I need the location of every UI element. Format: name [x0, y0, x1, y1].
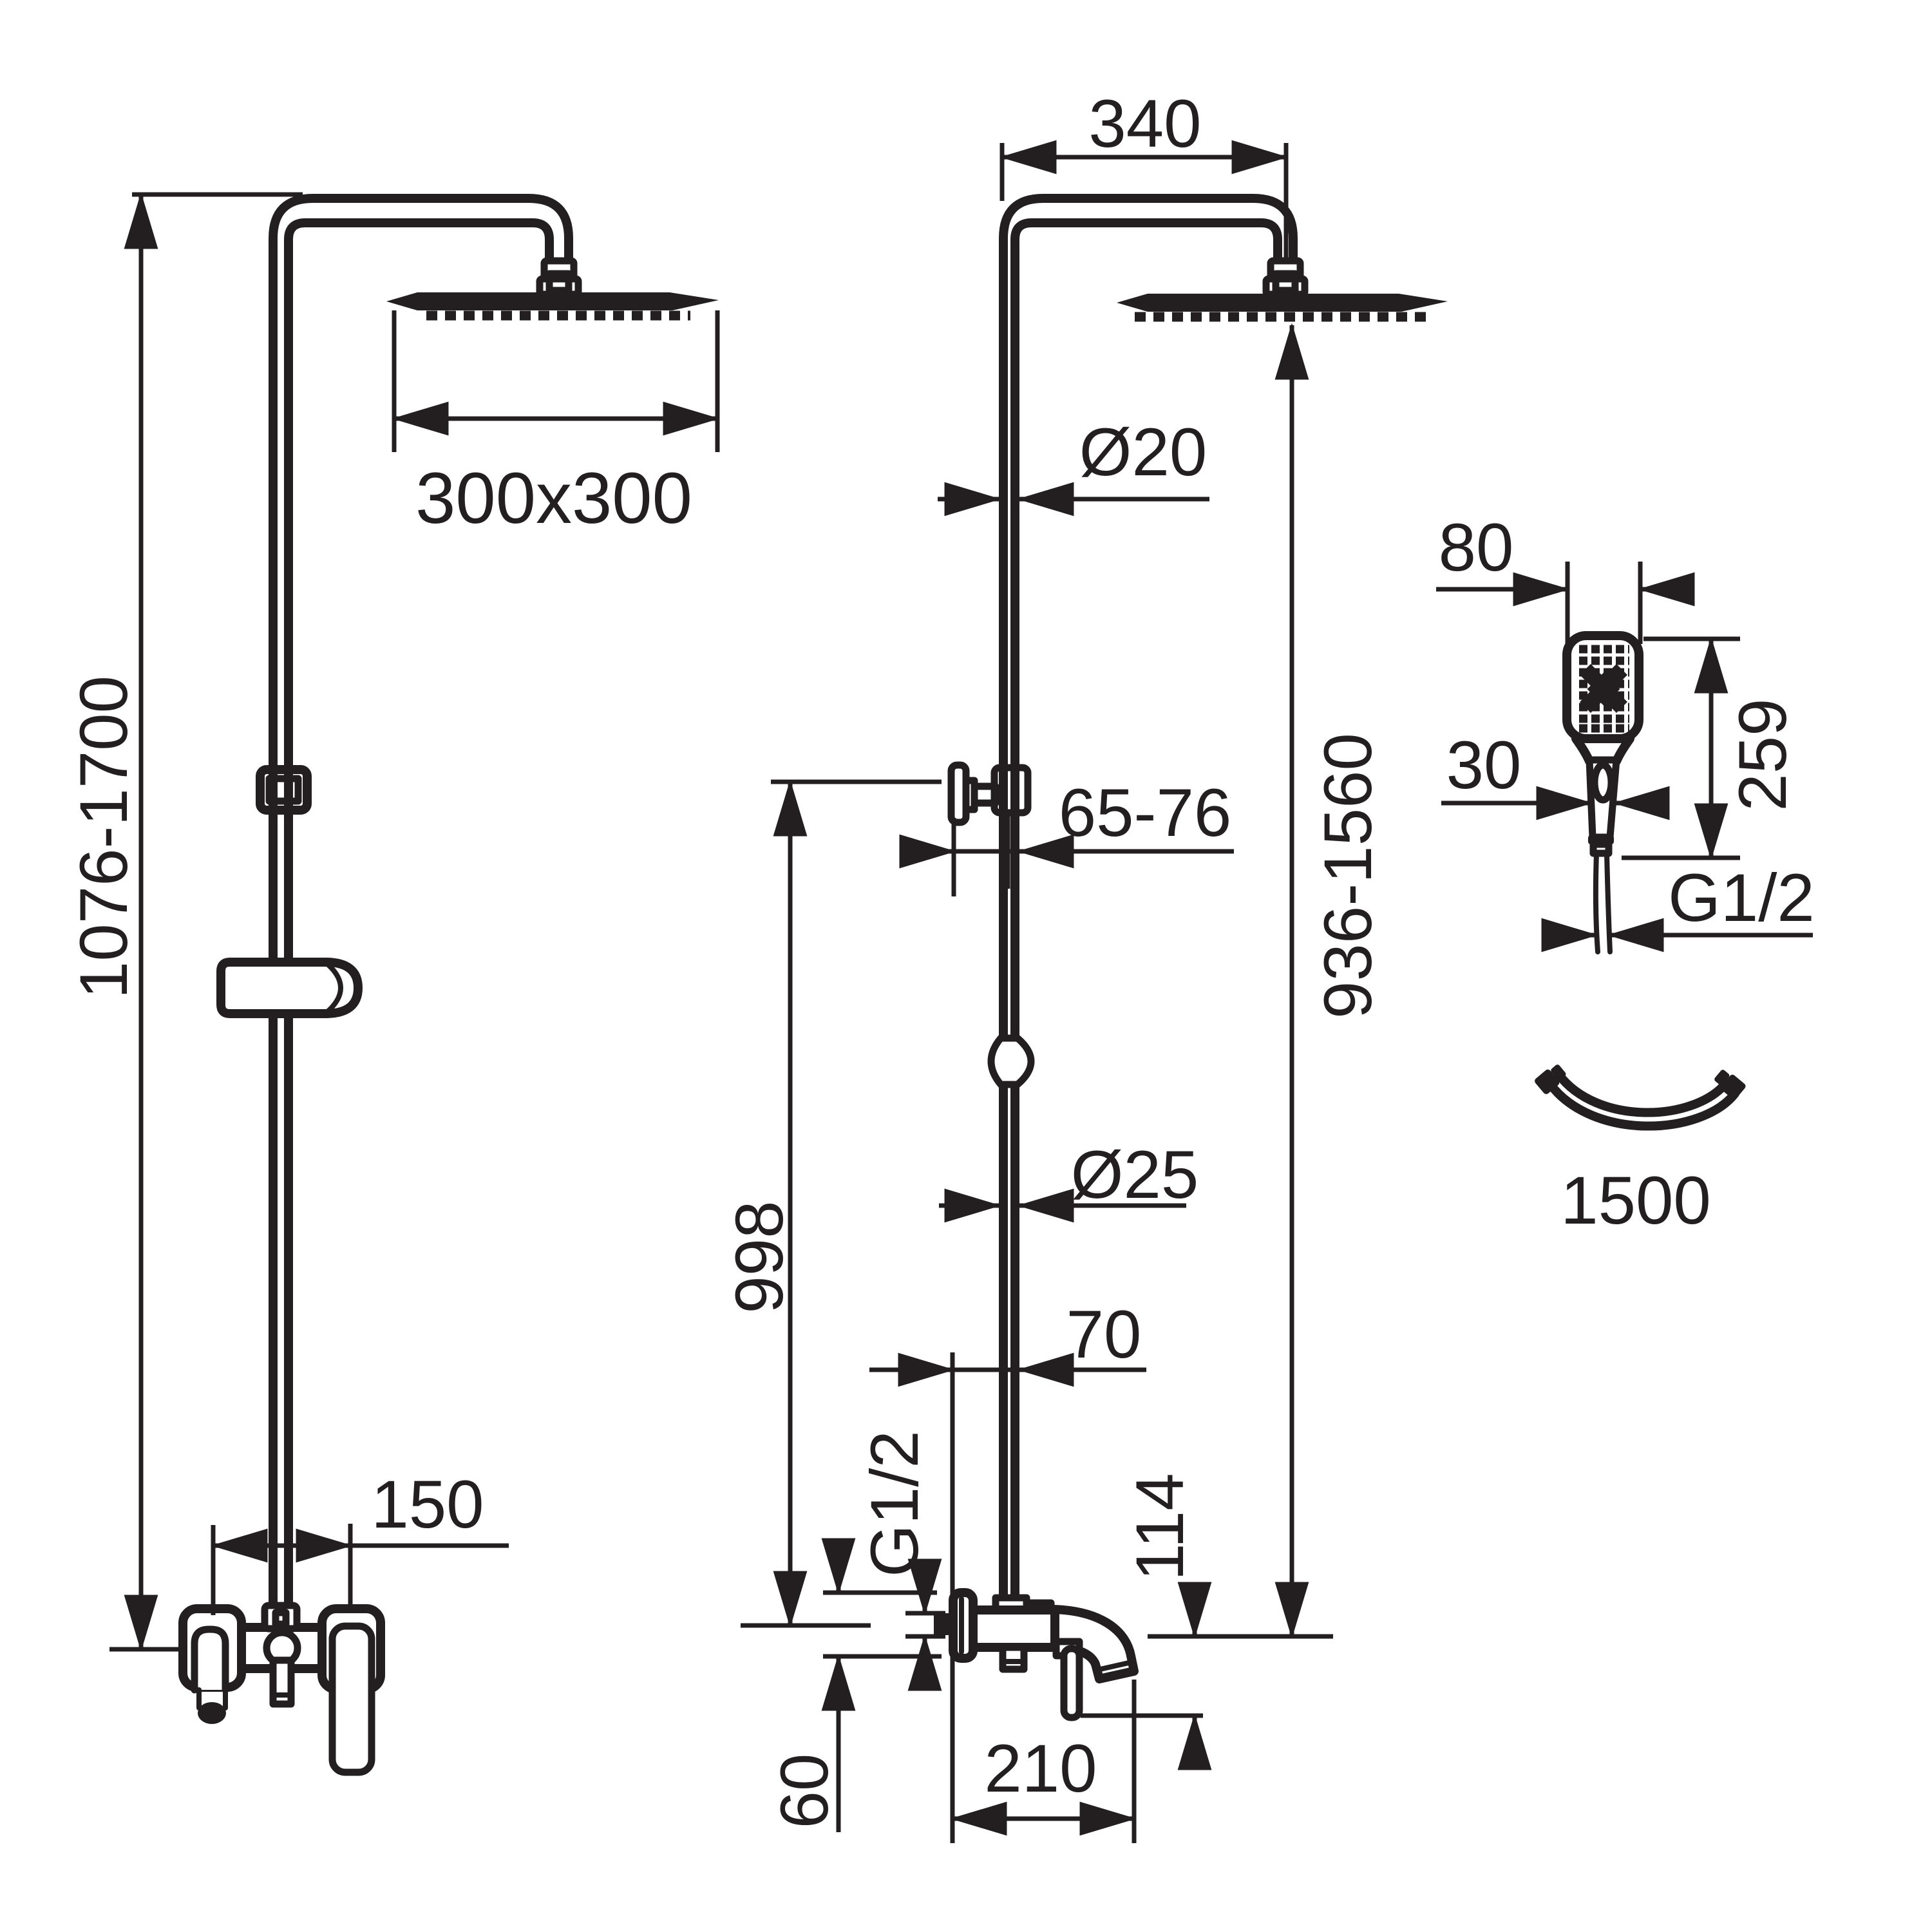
dim-label-head-height: 936-1560: [1311, 733, 1386, 1019]
dim-label-pipe-lower: Ø25: [1071, 1137, 1198, 1213]
side-handle-lever: [1060, 1645, 1083, 1721]
dim-label-hand-width: 80: [1439, 510, 1514, 585]
front-riser-inner: [284, 218, 554, 1613]
dim-label-spout-reach: 210: [984, 1731, 1097, 1806]
hose-wall-upper: [1554, 1070, 1730, 1117]
dim-label-pipe-upper: Ø20: [1079, 415, 1207, 490]
hose-fitting-left: [1535, 1065, 1566, 1094]
dim-label-offset-spout: 70: [1066, 1297, 1142, 1372]
front-view: 300x300 1076-1700 150: [66, 192, 720, 1776]
dim-label-hose-length: 1500: [1560, 1163, 1711, 1238]
side-spout-rim: [1095, 1660, 1134, 1672]
shower-hose: 1500: [1535, 1065, 1746, 1238]
side-riser-outer: [999, 194, 1298, 1605]
dim-label-bracket-range: 65-76: [1059, 775, 1232, 851]
side-thread-nipple: [934, 1613, 953, 1635]
front-outlet-cyl: [196, 1687, 228, 1710]
side-rain-head: [1117, 294, 1448, 312]
side-view: 340 Ø20 65-76 998 Ø25 936-1560 70 G1/2 1…: [722, 86, 1448, 1843]
side-rail-clamp: [990, 764, 1032, 817]
front-rain-head: [386, 292, 719, 310]
side-riser-inner: [1010, 218, 1282, 1605]
front-soap-dish-curve: [323, 960, 344, 1016]
side-diverter: [999, 1643, 1028, 1673]
hand-shower-center-cluster: [1580, 664, 1627, 713]
side-mixer-body: [969, 1605, 1059, 1652]
side-pipe-joint: [987, 1034, 1035, 1088]
front-head-nut-window: [545, 270, 573, 294]
dim-label-arm-reach: 340: [1088, 86, 1201, 162]
dim-label-column-height: 1076-1700: [66, 676, 142, 999]
hand-shower-hang-hole: [1591, 761, 1615, 804]
dim-label-hand-length: 259: [1725, 698, 1801, 811]
dim-label-hand-thread: G1/2: [1668, 860, 1815, 936]
dim-label-thread-side: G1/2: [857, 1430, 933, 1577]
side-mixer-top-tab: [1024, 1599, 1055, 1614]
dim-label-bracket-height: 998: [722, 1200, 797, 1313]
front-riser-outer: [269, 194, 573, 1613]
front-soap-dish: [216, 958, 363, 1018]
dim-label-valve-spacing: 150: [371, 1467, 484, 1542]
hose-wall-lower: [1545, 1079, 1739, 1131]
front-slider-bracket: [256, 765, 312, 815]
dim-label-inlet-offset: 60: [767, 1754, 842, 1829]
hose-fitting-right: [1714, 1070, 1746, 1099]
front-outlet-mouth: [198, 1702, 226, 1724]
front-slider-bracket-inner: [265, 775, 302, 805]
side-head-nut-window: [1272, 270, 1299, 294]
dim-label-head-size: 300x300: [415, 458, 692, 538]
dim-label-handle-width: 30: [1446, 728, 1522, 803]
front-outlet-pipe: [191, 1625, 229, 1694]
front-handle-lever: [328, 1622, 375, 1776]
hand-shower-detail: 80 30 259 G1/2: [1436, 510, 1815, 954]
hand-shower-hose-start: [1593, 851, 1613, 954]
dim-label-spout-drop: 114: [1122, 1473, 1198, 1580]
front-mixer-collar-window: [272, 1609, 290, 1628]
